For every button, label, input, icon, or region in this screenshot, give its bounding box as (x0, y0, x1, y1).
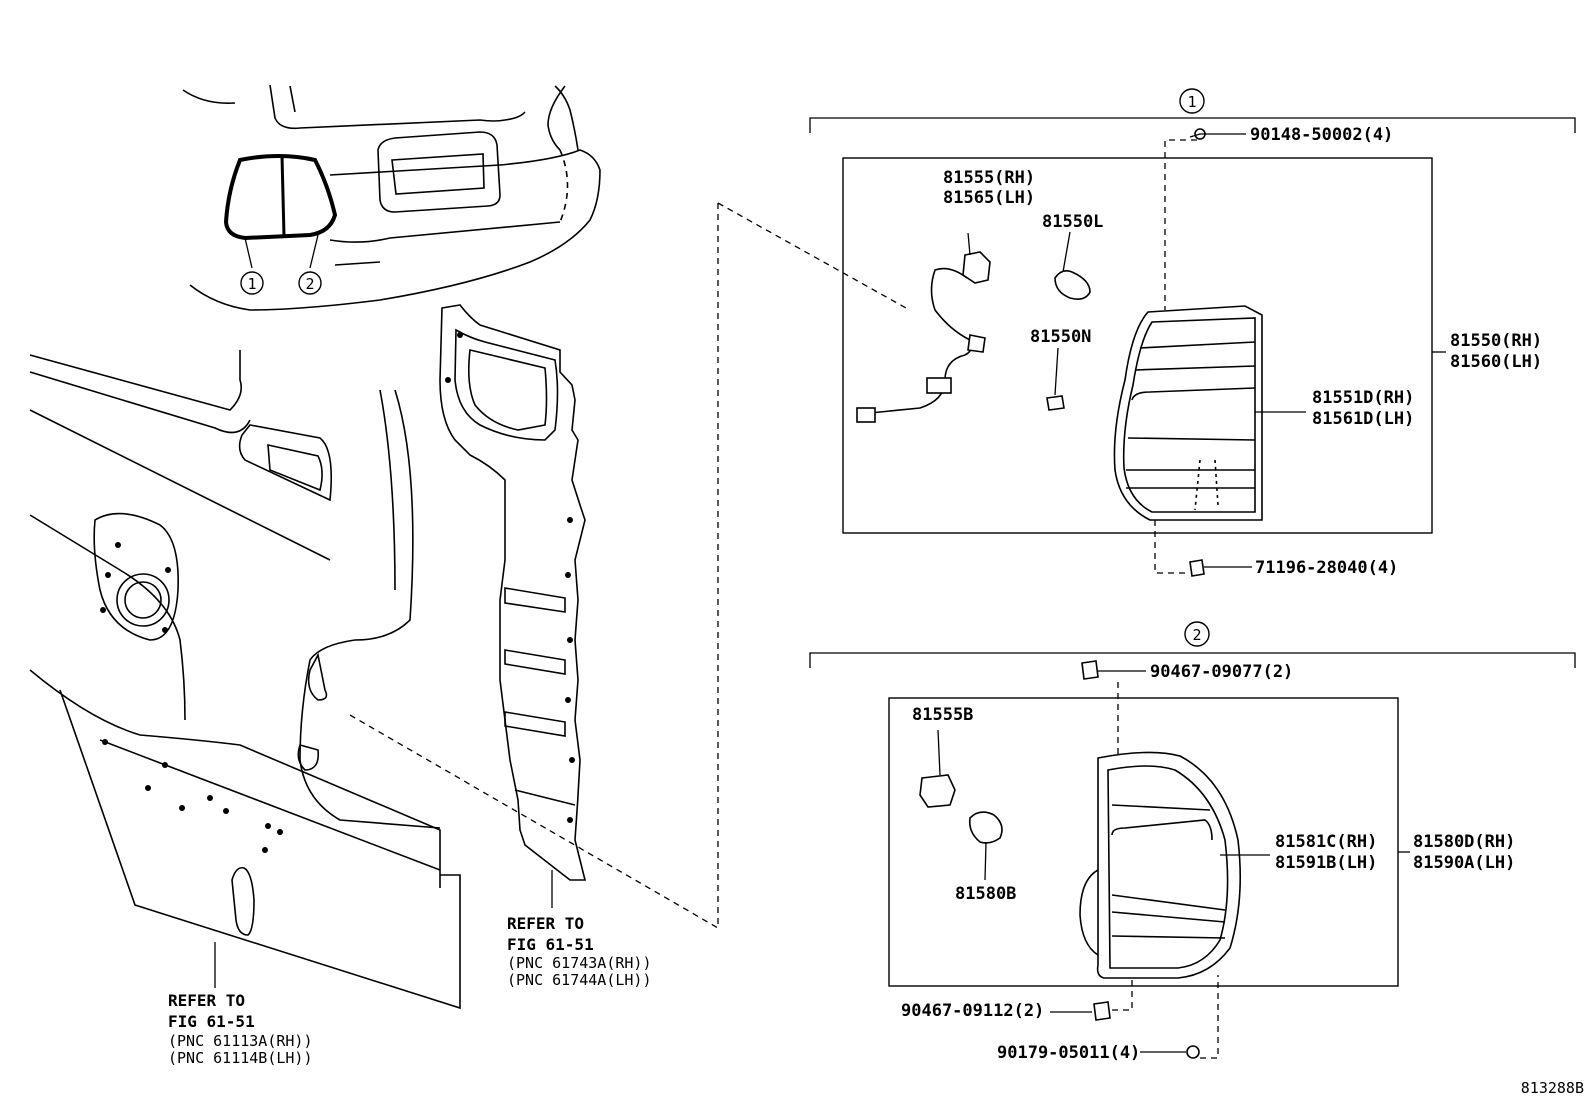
svg-text:81555B: 81555B (912, 705, 973, 725)
svg-text:2: 2 (305, 275, 314, 293)
svg-text:81555(RH): 81555(RH) (943, 168, 1035, 188)
svg-text:81565(LH): 81565(LH) (943, 188, 1035, 208)
screw-90179-05011: 90179-05011(4) (997, 975, 1219, 1063)
svg-text:81590A(LH): 81590A(LH) (1413, 853, 1515, 873)
svg-text:(PNC 61744A(LH)): (PNC 61744A(LH)) (507, 971, 652, 989)
quarter-panel (29, 350, 461, 1010)
callout-leaders-vehicle (244, 234, 319, 269)
svg-text:90467-09112(2): 90467-09112(2) (901, 1001, 1044, 1021)
nut-90467-09077: 90467-09077(2) (1081, 660, 1293, 760)
svg-text:81561D(LH): 81561D(LH) (1312, 409, 1414, 429)
svg-text:90148-50002(4): 90148-50002(4) (1250, 125, 1393, 145)
svg-text:81560(LH): 81560(LH) (1450, 352, 1542, 372)
svg-text:REFER TO: REFER TO (507, 914, 584, 933)
group-2-header: 2 (809, 621, 1576, 668)
bulb-81580B: 81580B (955, 811, 1016, 904)
svg-text:90179-05011(4): 90179-05011(4) (997, 1043, 1140, 1063)
label-81581C-81591B: 81581C(RH) 81591B(LH) (1220, 832, 1377, 873)
svg-text:81580D(RH): 81580D(RH) (1413, 832, 1515, 852)
inner-reference: REFER TO FIG 61-51 (PNC 61743A(RH)) (PNC… (507, 914, 652, 989)
tail-lamp-group-1 (1113, 305, 1263, 521)
svg-text:FIG 61-51: FIG 61-51 (507, 935, 594, 954)
svg-text:71196-28040(4): 71196-28040(4) (1255, 558, 1398, 578)
svg-text:REFER TO: REFER TO (168, 991, 245, 1010)
diagram-id: 813288B (1521, 1079, 1584, 1097)
svg-text:2: 2 (1192, 626, 1201, 644)
svg-text:81591B(LH): 81591B(LH) (1275, 853, 1377, 873)
label-81555-81565: 81555(RH) 81565(LH) (943, 168, 1035, 208)
callout-2-vehicle: 2 (298, 271, 322, 295)
svg-text:FIG 61-51: FIG 61-51 (168, 1012, 255, 1031)
svg-text:81581C(RH): 81581C(RH) (1275, 832, 1377, 852)
lamp-outline-highlight (223, 154, 338, 241)
callout-1-vehicle: 1 (240, 271, 264, 295)
svg-text:(PNC 61114B(LH)): (PNC 61114B(LH)) (168, 1049, 313, 1067)
group-1-box (842, 157, 1433, 534)
vehicle-rear-view (182, 84, 601, 311)
nut-90467-09112: 90467-09112(2) (901, 975, 1133, 1021)
inner-panel (439, 304, 587, 881)
group-2-box (888, 697, 1399, 987)
tail-lamp-group-2 (1079, 751, 1241, 979)
svg-text:(PNC 61113A(RH)): (PNC 61113A(RH)) (168, 1032, 313, 1050)
svg-text:90467-09077(2): 90467-09077(2) (1150, 662, 1293, 682)
svg-text:81550N: 81550N (1030, 327, 1091, 347)
label-81551D-81561D: 81551D(RH) 81561D(LH) (1255, 388, 1414, 429)
bulb-81550L: 81550L (1042, 212, 1103, 300)
group-1-header: 1 (809, 88, 1576, 133)
clip-71196-28040: 71196-28040(4) (1154, 520, 1398, 578)
label-81550-81560: 81550(RH) 81560(LH) (1432, 331, 1542, 372)
guide-lines (349, 202, 907, 929)
svg-text:1: 1 (1187, 93, 1196, 111)
clip-90148-50002: 90148-50002(4) (1164, 125, 1393, 310)
bulb-81550N: 81550N (1030, 327, 1091, 411)
wire-harness-socket (856, 232, 991, 423)
svg-text:1: 1 (247, 275, 256, 293)
label-81580D-81590A: 81580D(RH) 81590A(LH) (1398, 832, 1515, 873)
svg-text:81580B: 81580B (955, 884, 1016, 904)
socket-81555B: 81555B (912, 705, 973, 808)
svg-text:81551D(RH): 81551D(RH) (1312, 388, 1414, 408)
svg-text:(PNC 61743A(RH)): (PNC 61743A(RH)) (507, 954, 652, 972)
svg-text:81550(RH): 81550(RH) (1450, 331, 1542, 351)
panel-reference: REFER TO FIG 61-51 (PNC 61113A(RH)) (PNC… (168, 991, 313, 1067)
panel-holes (100, 542, 283, 853)
svg-text:81550L: 81550L (1042, 212, 1103, 232)
inner-panel-holes (445, 332, 575, 823)
